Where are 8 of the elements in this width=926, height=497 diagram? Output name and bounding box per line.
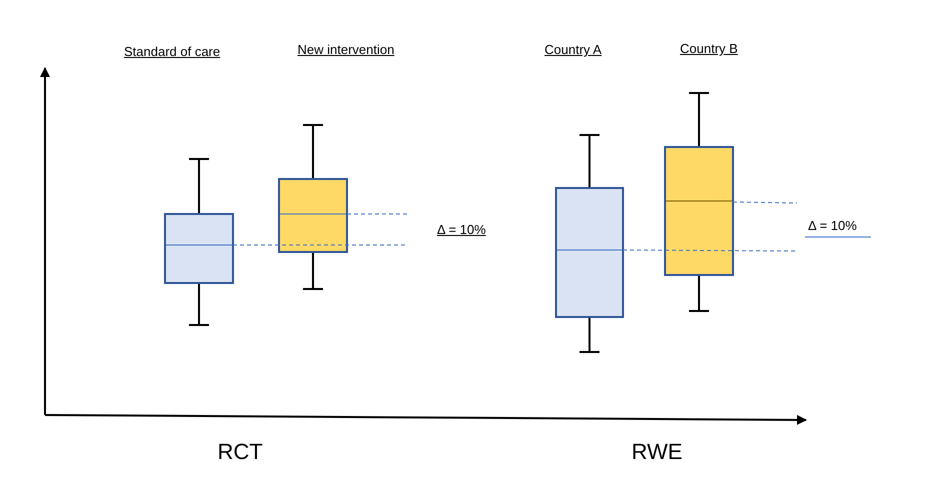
- group-label: Country A: [544, 43, 602, 58]
- difference-label: Δ = 10%: [437, 223, 486, 238]
- group-label: Standard of care: [124, 45, 220, 60]
- group-label: Country B: [680, 42, 738, 56]
- difference-label: Δ = 10%: [808, 219, 857, 234]
- group-label: New intervention: [298, 43, 394, 58]
- study-type-label: RCT: [218, 440, 263, 464]
- study-type-label: RWE: [632, 440, 682, 464]
